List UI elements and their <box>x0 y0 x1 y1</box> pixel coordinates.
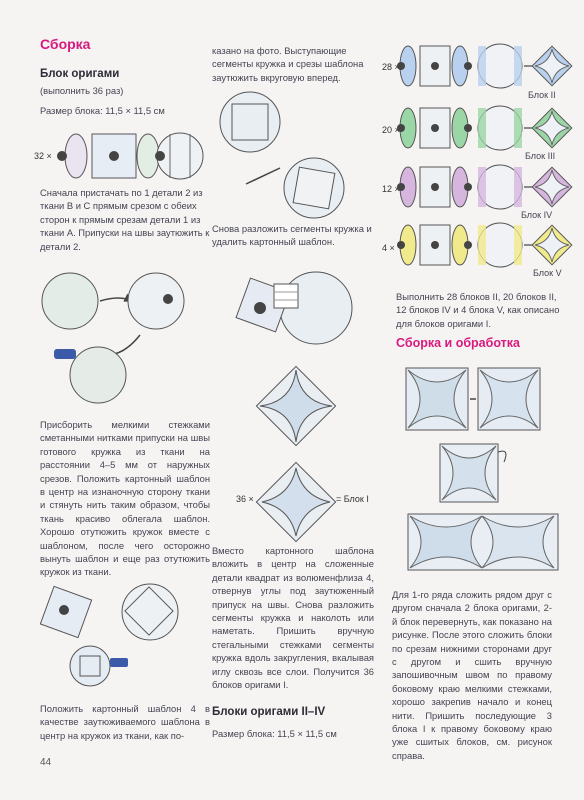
seam-marker <box>464 124 472 132</box>
seam-marker <box>464 62 472 70</box>
finished-block-star <box>534 48 570 84</box>
seam-marker <box>397 62 405 70</box>
instructions-remove-template: Снова разложить сегменты кружка и удалит… <box>212 223 372 248</box>
circle-edge-right <box>514 225 522 265</box>
folding-circle-diagram <box>219 91 345 219</box>
subheading-blocks-ii-iv: Блоки оригами II–IV <box>212 706 326 718</box>
circle-edge-right <box>514 167 522 207</box>
row-assembly-diagram <box>405 367 559 571</box>
block-title: Блок оригами <box>40 68 120 80</box>
template-press-diagram <box>39 583 179 687</box>
section-heading-finishing: Сборка и обработка <box>396 336 521 350</box>
finished-block-star <box>534 227 570 263</box>
seam-marker <box>431 183 439 191</box>
circle-edge-left <box>478 225 486 265</box>
fleece-square-diagram <box>235 271 353 345</box>
circle-edge-left <box>478 167 486 207</box>
origami-block-stage <box>255 365 337 447</box>
multiplier-32: 32 × <box>34 151 52 161</box>
blocks-ii-iv-size: Размер блока: 11,5 × 11,5 см <box>212 728 337 739</box>
instructions-quilting: Вместо картонного шаблона вложить в цент… <box>212 545 374 691</box>
strip-piecing-diagram <box>57 132 204 180</box>
seam-marker <box>431 124 439 132</box>
row-label-2: Блок III <box>525 151 556 161</box>
instructions-assembly: Для 1-го ряда сложить рядом друг с друго… <box>392 589 552 761</box>
origami-block-final <box>255 461 337 543</box>
circle-edge-left <box>478 108 486 148</box>
section-heading-assembly: Сборка <box>40 36 91 52</box>
block-note: (выполнить 36 раз) <box>40 85 124 96</box>
seam-marker <box>397 124 405 132</box>
circle-edge-right <box>514 108 522 148</box>
seam-marker <box>397 241 405 249</box>
circle-edge-left <box>478 46 486 86</box>
instructions-step3: Положить картонный шаблон 4 в качестве з… <box>40 703 210 741</box>
multiplier-36: 36 × <box>236 494 254 504</box>
seam-marker <box>397 183 405 191</box>
finished-block-star <box>534 110 570 146</box>
finished-block-star <box>534 169 570 205</box>
block-i-label: = Блок I <box>336 494 369 504</box>
row-label-4: Блок V <box>533 268 562 278</box>
instructions-step1: Сначала пристачать по 1 детали 2 из ткан… <box>40 187 210 252</box>
row-multiplier-2: 20 × <box>382 125 400 135</box>
seam-marker <box>431 62 439 70</box>
block-size: Размер блока: 11,5 × 11,5 см <box>40 105 165 116</box>
row-multiplier-1: 28 × <box>382 62 400 72</box>
block-variants-diagram <box>397 43 573 268</box>
seam-marker <box>464 241 472 249</box>
instructions-step2: Присборить мелкими стежками сметанными н… <box>40 419 210 578</box>
page-number: 44 <box>40 757 52 768</box>
circle-edge-right <box>514 46 522 86</box>
row-label-1: Блок II <box>528 90 556 100</box>
seam-marker <box>464 183 472 191</box>
gathering-diagram <box>41 272 185 404</box>
instructions-continued: казано на фото. Выступающие сегменты кру… <box>212 45 364 83</box>
row-multiplier-4: 4 × <box>382 243 395 253</box>
row-multiplier-3: 12 × <box>382 184 400 194</box>
seam-marker <box>431 241 439 249</box>
row-label-3: Блок IV <box>521 210 553 220</box>
instructions-blocks-ii-v: Выполнить 28 блоков II, 20 блоков II, 12… <box>396 291 560 329</box>
